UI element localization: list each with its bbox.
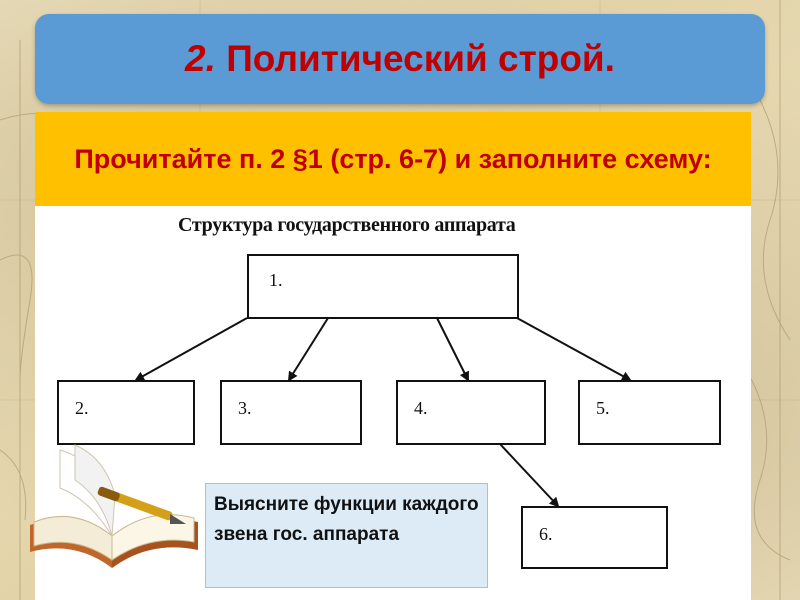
connector-1-3	[287, 317, 329, 382]
connector-4-6	[499, 443, 560, 508]
instruction-text: Прочитайте п. 2 §1 (стр. 6-7) и заполнит…	[74, 143, 712, 174]
diagram-node-3: 3.	[220, 380, 362, 445]
slide-title: 2. Политический строй.	[185, 38, 615, 80]
title-text: Политический строй.	[226, 38, 615, 79]
open-book-with-pen-icon	[30, 444, 198, 568]
instruction-banner: Прочитайте п. 2 §1 (стр. 6-7) и заполнит…	[35, 112, 751, 206]
title-number: 2.	[185, 38, 216, 79]
node-label: 3.	[238, 398, 252, 418]
connector-1-4	[436, 317, 469, 382]
slide-title-banner: 2. Политический строй.	[35, 14, 765, 104]
diagram-node-2: 2.	[57, 380, 195, 445]
node-label: 2.	[75, 398, 89, 418]
node-label: 5.	[596, 398, 610, 418]
node-label: 1.	[269, 270, 283, 290]
node-label: 4.	[414, 398, 428, 418]
diagram-node-6: 6.	[521, 506, 668, 569]
diagram-title: Структура государственного аппарата	[178, 214, 516, 236]
task-note-box: Выясните функции каждого звена гос. аппа…	[205, 483, 488, 588]
diagram-node-1: 1.	[247, 254, 519, 319]
connector-1-5	[516, 317, 632, 381]
diagram-node-5: 5.	[578, 380, 721, 445]
node-label: 6.	[539, 524, 553, 544]
diagram-node-4: 4.	[396, 380, 546, 445]
connector-1-2	[134, 317, 248, 381]
task-note-text: Выясните функции каждого звена гос. аппа…	[214, 494, 479, 545]
